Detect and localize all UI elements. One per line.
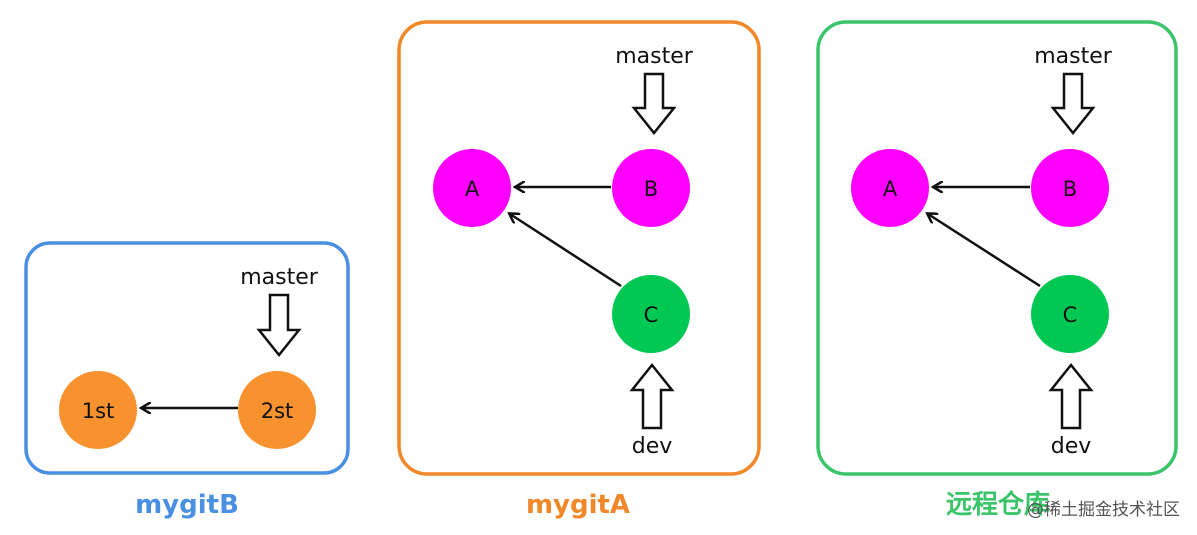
repo-mygitB: master 1st 2st mygitB [24,241,350,520]
ref-master-arrow [256,293,302,358]
ref-master-label: master [1034,44,1113,69]
commit-node-label: B [644,177,658,201]
commit-node-b [1031,149,1109,227]
commit-node-b [612,149,690,227]
commit-node-c [1031,275,1109,353]
commit-edge [928,214,1041,288]
ref-dev-label: dev [1051,434,1092,459]
commit-node-1st [59,371,137,449]
repo-title: 远程仓库 [946,489,1050,520]
commit-node-label: 2st [261,399,294,423]
repo-mygitB-frame [24,241,350,475]
ref-dev-arrow [1048,362,1094,430]
commit-node-label: B [1063,177,1077,201]
repo-title: mygitB [135,490,239,520]
commit-node-a [851,149,929,227]
repo-remote: master A B C dev 远程仓库 [816,20,1178,520]
commit-node-c [612,275,690,353]
ref-master-arrow [1050,72,1096,136]
ref-dev-arrow [629,362,675,430]
commit-node-label: 1st [82,399,115,423]
repo-title: mygitA [526,490,630,520]
commit-node-2st [238,371,316,449]
commit-node-label: A [465,177,480,201]
commit-node-label: A [883,177,898,201]
ref-master-label: master [615,44,694,69]
repo-remote-frame [816,20,1178,476]
commit-node-a [433,149,511,227]
commit-edge [510,214,622,288]
commit-node-label: C [644,303,659,327]
ref-master-arrow [631,72,677,136]
ref-dev-label: dev [632,434,673,459]
ref-master-label: master [240,265,319,290]
repo-mygitA: master A B C dev mygitA [397,20,761,520]
watermark-text: @稀土掘金技术社区 [1027,500,1180,520]
commit-node-label: C [1063,303,1078,327]
repo-mygitA-frame [397,20,761,476]
